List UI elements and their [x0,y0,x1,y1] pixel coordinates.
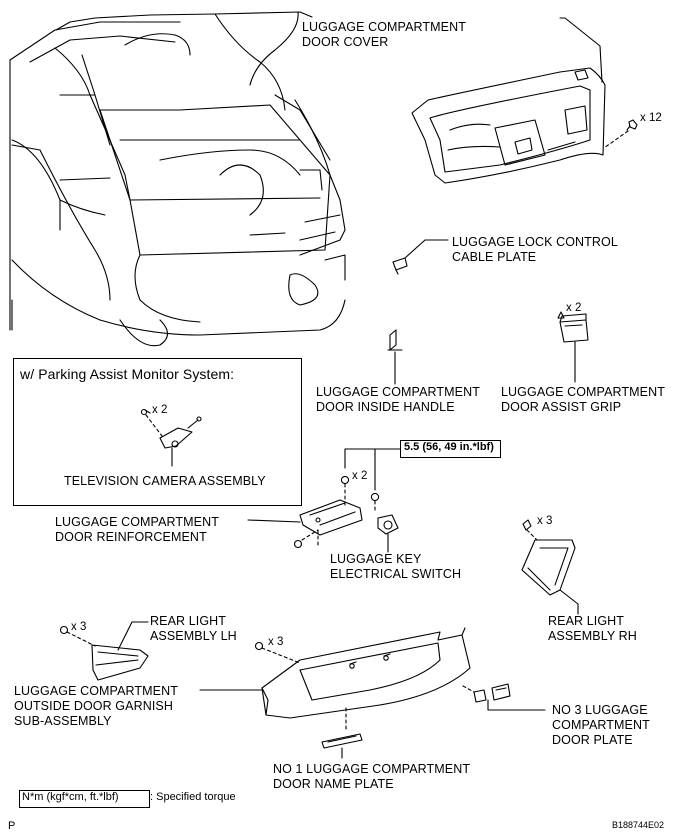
label-tv-camera: TELEVISION CAMERA ASSEMBLY [64,474,266,488]
label-assist-grip-line2: DOOR ASSIST GRIP [501,400,622,414]
qty-camera: x 2 [152,404,168,416]
torque-value: 5.5 (56, 49 in.*lbf) [404,441,494,453]
no3-plate-dashed [462,685,475,693]
assist-grip-screw [557,311,565,319]
door-cover-clip [626,119,638,131]
label-assist-grip: LUGGAGE COMPARTMENT DOOR ASSIST GRIP [501,385,665,415]
label-rear-light-lh: REAR LIGHT ASSEMBLY LH [150,614,237,644]
cable-plate-part [392,257,408,275]
garnish-part [261,627,471,719]
label-inside-handle: LUGGAGE COMPARTMENT DOOR INSIDE HANDLE [316,385,480,415]
label-inside-handle-line1: LUGGAGE COMPARTMENT [316,385,480,399]
torque-bracket [344,448,401,491]
legend-text: : Specified torque [150,791,236,803]
label-garnish-line3: SUB-ASSEMBLY [14,714,112,728]
legend-unit-text: N*m (kgf*cm, ft.*lbf) [22,791,119,803]
no3-plate-part [473,683,511,703]
camera-part [140,408,202,449]
label-assist-grip-line1: LUGGAGE COMPARTMENT [501,385,665,399]
label-no3-plate: NO 3 LUGGAGE COMPARTMENT DOOR PLATE [552,703,650,748]
no1-plate-part [321,733,363,749]
rear-light-lh-clip [59,625,96,647]
garnish-clip [254,641,301,664]
label-rear-light-lh-line1: REAR LIGHT [150,614,227,628]
label-key-switch-line2: ELECTRICAL SWITCH [330,567,462,581]
label-reinforcement-line2: DOOR REINFORCEMENT [55,530,207,544]
label-no1-plate-line1: NO 1 LUGGAGE COMPARTMENT [273,762,471,776]
label-garnish: LUGGAGE COMPARTMENT OUTSIDE DOOR GARNISH… [14,684,178,729]
rear-light-rh-clip [522,519,538,541]
rear-light-lh-leader [117,621,149,651]
rear-light-lh-part [91,644,149,681]
rear-light-rh-leader [559,589,579,615]
label-no1-plate: NO 1 LUGGAGE COMPARTMENT DOOR NAME PLATE [273,762,470,792]
label-key-switch-line1: LUGGAGE KEY [330,552,422,566]
label-garnish-line1: LUGGAGE COMPARTMENT [14,684,178,698]
door-cover-leader [559,17,603,83]
label-no3-plate-line2: COMPARTMENT [552,718,650,732]
label-inside-handle-line2: DOOR INSIDE HANDLE [316,400,455,414]
label-cable-plate-line1: LUGGAGE LOCK CONTROL [452,235,618,249]
assist-grip-part [559,313,589,343]
label-door-cover-line2: DOOR COVER [302,35,389,49]
torque-box [400,440,501,458]
qty-garnish: x 3 [268,636,284,648]
parking-assist-inset [13,358,302,506]
label-reinforcement-line1: LUGGAGE COMPARTMENT [55,515,219,529]
qty-assist-grip: x 2 [566,302,582,314]
label-rear-light-rh: REAR LIGHT ASSEMBLY RH [548,614,637,644]
inset-title: w/ Parking Assist Monitor System: [20,366,235,382]
legend-unit-box [19,790,150,808]
qty-rear-light-lh: x 3 [71,621,87,633]
label-rear-light-rh-line2: ASSEMBLY RH [548,629,637,643]
qty-rear-light-rh: x 3 [537,515,553,527]
reinforcement-leader [247,519,301,523]
vehicle-rear-illustration [9,11,346,347]
label-reinforcement: LUGGAGE COMPARTMENT DOOR REINFORCEMENT [55,515,219,545]
cable-plate-leader [404,239,449,259]
qty-switch-bolts: x 2 [352,470,368,482]
reinforcement-bolt-lower [293,529,319,549]
label-garnish-line2: OUTSIDE DOOR GARNISH [14,699,173,713]
label-door-cover: LUGGAGE COMPARTMENT DOOR COVER [302,20,466,50]
key-switch-part [377,514,399,535]
inside-handle-part [387,329,403,351]
footer-code: B188744E02 [612,820,665,830]
clip-dashed-line [603,130,629,149]
footer-letter: P [8,820,16,832]
label-door-cover-line1: LUGGAGE COMPARTMENT [302,20,466,34]
label-no3-plate-line1: NO 3 LUGGAGE [552,703,648,717]
label-key-switch: LUGGAGE KEY ELECTRICAL SWITCH [330,552,461,582]
qty-door-cover: x 12 [640,112,662,124]
label-cable-plate: LUGGAGE LOCK CONTROL CABLE PLATE [452,235,618,265]
reinforcement-part [299,499,363,536]
label-no3-plate-line3: DOOR PLATE [552,733,633,747]
label-cable-plate-line2: CABLE PLATE [452,250,537,264]
label-no1-plate-line2: DOOR NAME PLATE [273,777,394,791]
rear-light-rh-part [521,539,576,596]
label-rear-light-rh-line1: REAR LIGHT [548,614,625,628]
label-rear-light-lh-line2: ASSEMBLY LH [150,629,237,643]
door-cover-part [411,67,606,184]
no3-plate-leader [487,699,546,711]
